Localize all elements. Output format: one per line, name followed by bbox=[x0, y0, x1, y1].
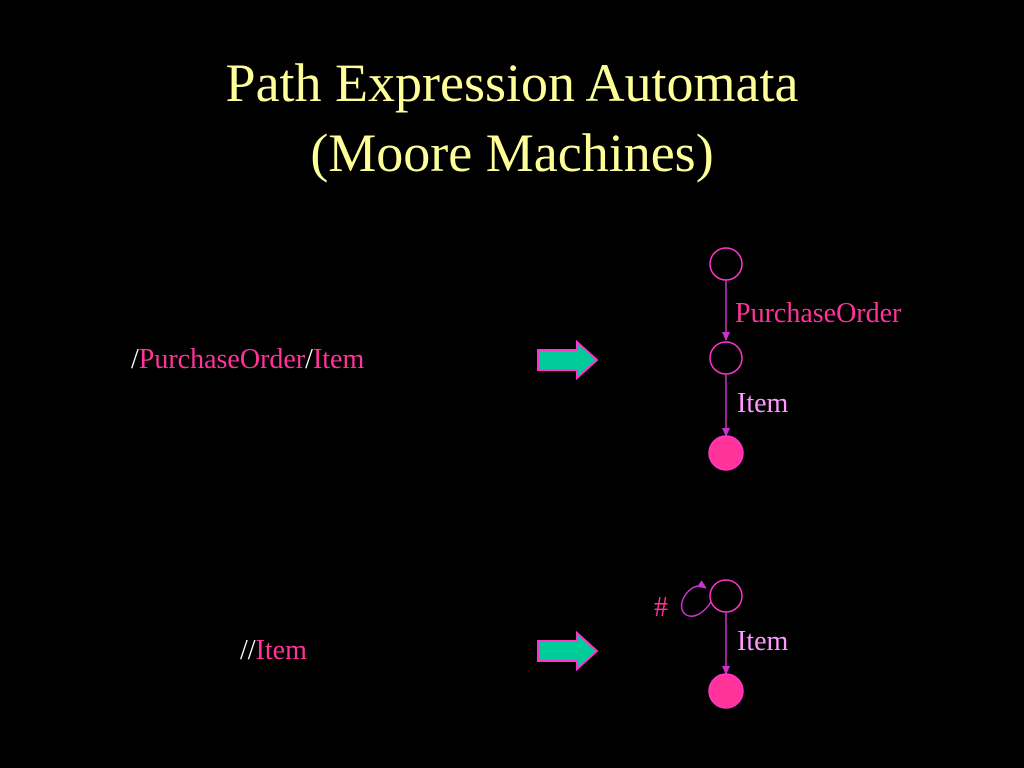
expr2-double-slash: // bbox=[240, 635, 256, 666]
expr1-step-item: Item bbox=[312, 344, 365, 375]
automaton1-middle-state bbox=[709, 341, 743, 375]
expr1-step-purchaseorder: PurchaseOrder bbox=[138, 344, 306, 375]
automaton2-self-loop bbox=[680, 580, 712, 617]
path-expression-2: //Item bbox=[240, 635, 307, 667]
automaton2-label-item: Item bbox=[737, 626, 789, 657]
automaton1-accept-state bbox=[708, 435, 744, 471]
automaton1-label-item: Item bbox=[737, 388, 789, 419]
title-line-2: (Moore Machines) bbox=[310, 123, 714, 183]
expr2-step-item: Item bbox=[255, 635, 307, 666]
slide-title: Path Expression Automata (Moore Machines… bbox=[0, 48, 1024, 188]
automaton2-accept-state bbox=[708, 673, 744, 709]
path-expression-1: /PurchaseOrder/Item bbox=[131, 344, 364, 376]
expr1-slash-1: / bbox=[131, 344, 139, 375]
automaton1-start-state bbox=[709, 247, 743, 281]
automaton1-label-purchaseorder: PurchaseOrder bbox=[735, 298, 902, 329]
expr1-slash-2: / bbox=[305, 344, 313, 375]
right-arrow-icon-1 bbox=[537, 339, 599, 381]
automaton2-start-state bbox=[709, 579, 743, 613]
right-arrow-icon-2 bbox=[537, 630, 599, 672]
title-line-1: Path Expression Automata bbox=[225, 53, 799, 113]
automaton2-label-wildcard: # bbox=[654, 592, 668, 623]
